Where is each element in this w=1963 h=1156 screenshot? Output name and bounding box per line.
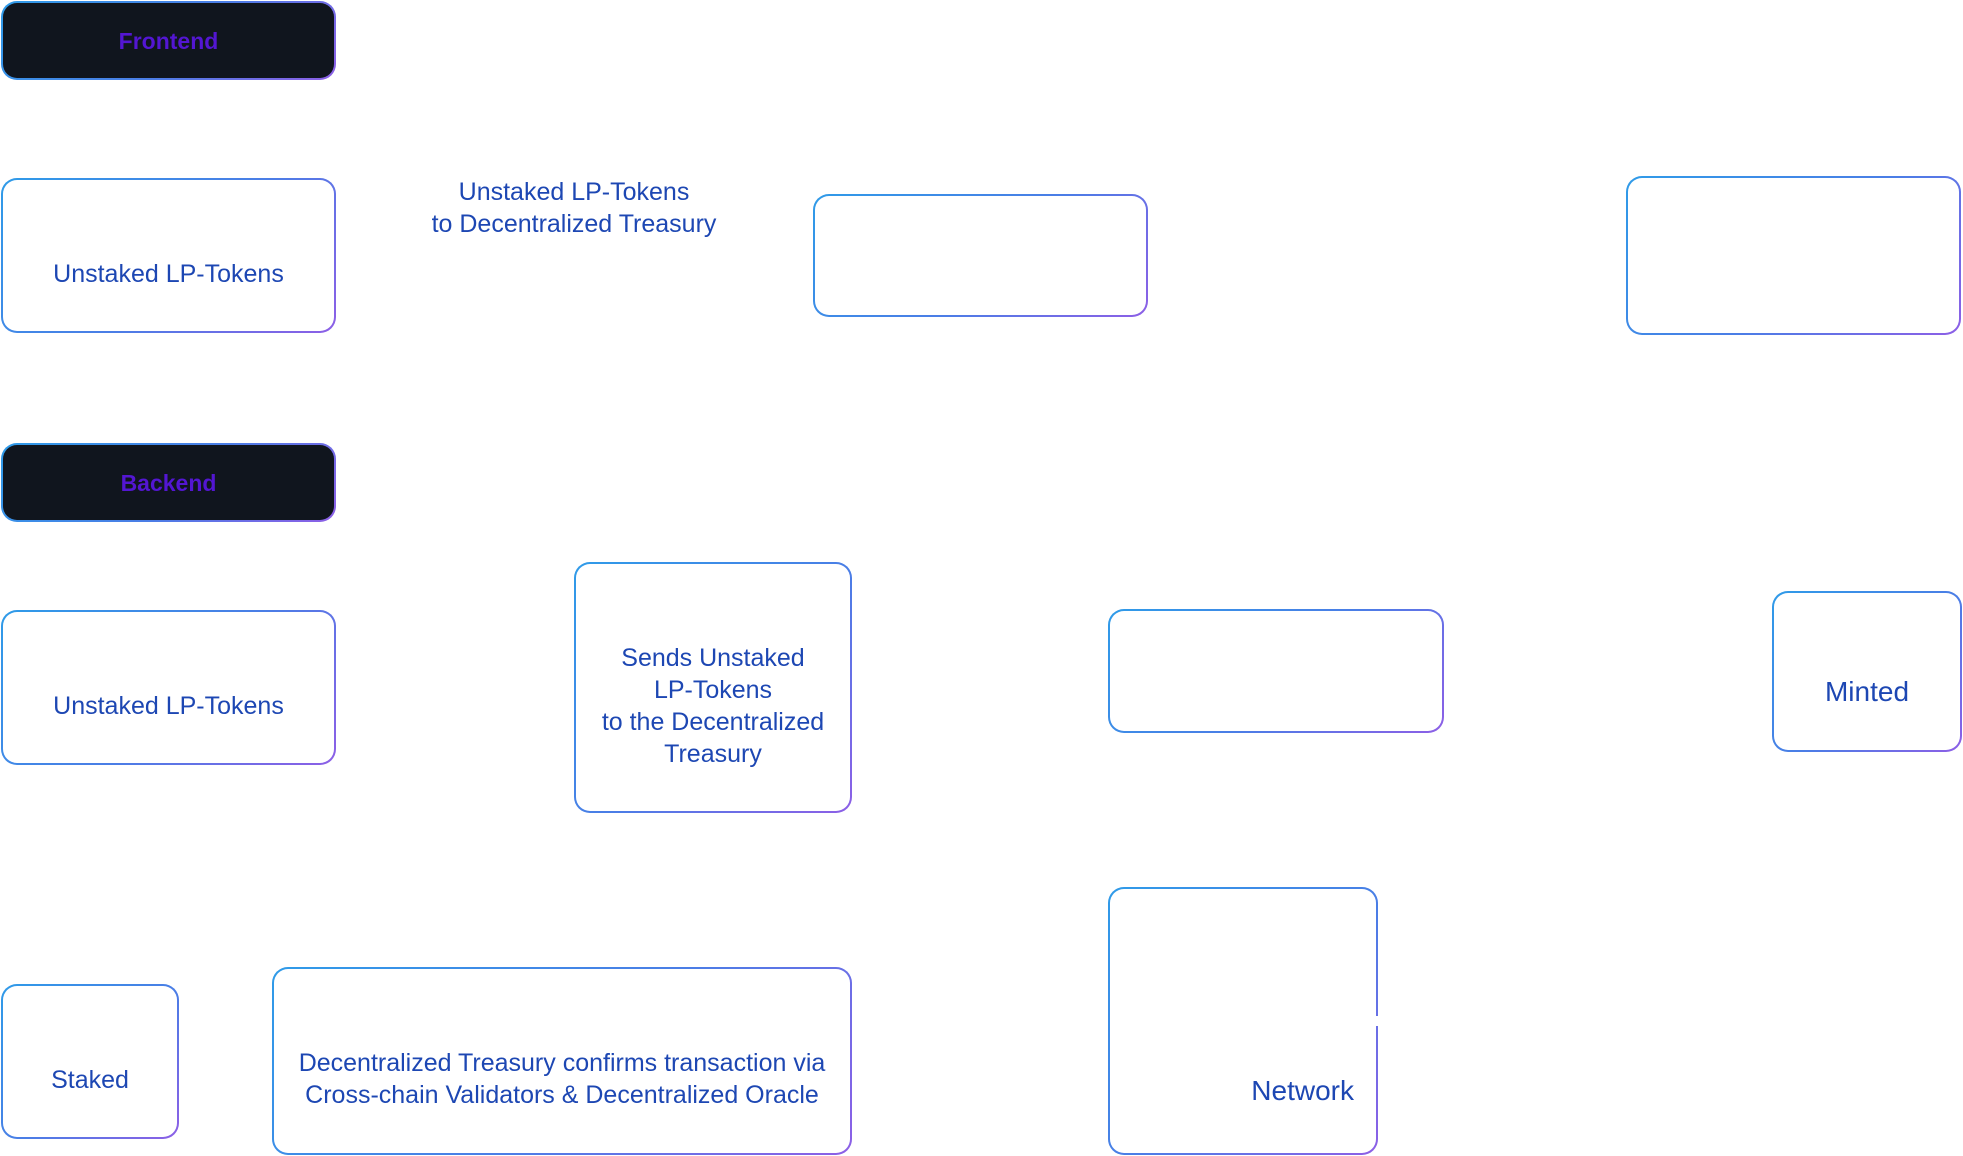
backend-minted-box: Minted: [1772, 591, 1962, 752]
backend-unstaked-lp-tokens-label: Unstaked LP-Tokens: [53, 692, 284, 720]
backend-middle-box: [1108, 609, 1444, 733]
treasury-confirms-label: Decentralized Treasury confirms transact…: [298, 1049, 826, 1109]
backend-section-label: Backend: [120, 469, 217, 496]
frontend-middle-box: [813, 194, 1148, 317]
frontend-section-header: Frontend: [1, 1, 336, 80]
backend-sends-unstaked-box: Sends Unstaked LP-Tokens to the Decentra…: [574, 562, 852, 813]
backend-sends-unstaked-label: Sends Unstaked LP-Tokens to the Decentra…: [601, 644, 825, 768]
network-box: Network: [1108, 887, 1378, 1155]
backend-minted-label: Minted: [1824, 676, 1910, 707]
frontend-right-box: [1626, 176, 1961, 335]
staked-box: Staked: [1, 984, 179, 1139]
network-label: Network: [1251, 1075, 1354, 1106]
frontend-unstaked-lp-tokens-box: Unstaked LP-Tokens: [1, 178, 336, 333]
backend-section-header: Backend: [1, 443, 336, 522]
staked-label: Staked: [51, 1066, 129, 1094]
network-box-border-gap: [1374, 1016, 1380, 1026]
treasury-confirms-box: Decentralized Treasury confirms transact…: [272, 967, 852, 1155]
frontend-section-label: Frontend: [118, 27, 219, 54]
frontend-transfer-caption: Unstaked LP-Tokens to Decentralized Trea…: [431, 178, 717, 238]
frontend-unstaked-lp-tokens-label: Unstaked LP-Tokens: [53, 260, 284, 288]
backend-unstaked-lp-tokens-box: Unstaked LP-Tokens: [1, 610, 336, 765]
